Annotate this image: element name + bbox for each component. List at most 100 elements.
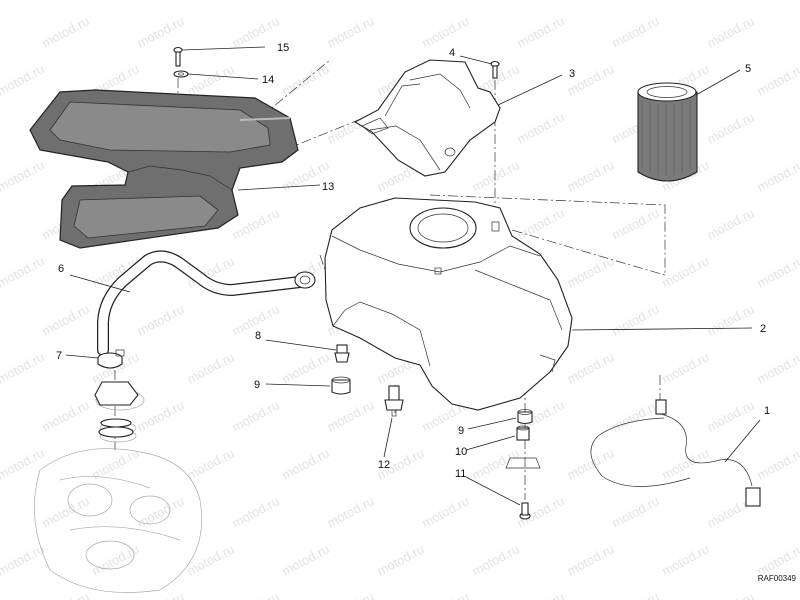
throttle-body-part (94, 381, 139, 438)
leader-lines (65, 46, 761, 506)
watermark-text: motod.ru (469, 157, 521, 194)
watermark-text: motod.ru (754, 61, 800, 98)
watermark-text: motod.ru (419, 13, 471, 50)
watermark-text: motod.ru (0, 253, 47, 290)
watermark-text: motod.ru (229, 13, 281, 50)
watermark-text: motod.ru (324, 397, 376, 434)
watermark-text: motod.ru (134, 397, 186, 434)
watermark-text: motod.ru (89, 0, 141, 3)
callout-11: 11 (455, 468, 466, 480)
watermark-text: motod.ru (704, 109, 756, 146)
watermark-text: motod.ru (564, 157, 616, 194)
watermark-text: motod.ru (514, 589, 566, 600)
watermark-text: motod.ru (419, 493, 471, 530)
watermark-text: motod.ru (279, 541, 331, 578)
watermark-text: motod.ru (419, 589, 471, 600)
watermark-text: motod.ru (374, 541, 426, 578)
callout-12: 12 (378, 459, 390, 471)
watermark-text: motod.ru (229, 493, 281, 530)
washer-part-14 (173, 70, 189, 78)
pad-part-9-lower (517, 409, 533, 425)
watermark-text: motod.ru (704, 13, 756, 50)
watermark-text: motod.ru (469, 0, 521, 3)
watermark-text: motod.ru (279, 349, 331, 386)
watermark-text: motod.ru (0, 349, 47, 386)
watermark-text: motod.ru (704, 205, 756, 242)
watermark-text: motod.ru (39, 493, 91, 530)
watermark-text: motod.ru (564, 445, 616, 482)
hose-part-6 (97, 250, 316, 356)
watermark-text: motod.ru (229, 397, 281, 434)
spacer-part-10 (505, 425, 541, 469)
watermark-text: motod.ru (324, 13, 376, 50)
callout-2: 2 (760, 323, 766, 335)
watermark-text: motod.ru (184, 445, 236, 482)
watermark-text: motod.ru (514, 109, 566, 146)
watermark-text: motod.ru (609, 397, 661, 434)
watermark-text: motod.ru (134, 301, 186, 338)
clamp-part-7 (97, 349, 125, 369)
watermark-text: motod.ru (324, 493, 376, 530)
watermark-text: motod.ru (564, 349, 616, 386)
callout-8: 8 (255, 330, 261, 342)
bolt-part-15 (173, 46, 183, 67)
callout-14: 14 (262, 74, 274, 86)
screw-part-11 (519, 502, 531, 520)
watermark-text: motod.ru (754, 253, 800, 290)
watermark-text: motod.ru (754, 157, 800, 194)
watermark-text: motod.ru (374, 0, 426, 3)
watermark-text: motod.ru (659, 253, 711, 290)
watermark-text: motod.ru (609, 589, 661, 600)
tank-cover-part-3 (353, 59, 501, 177)
watermark-text: motod.ru (0, 541, 47, 578)
watermark-text: motod.ru (39, 397, 91, 434)
watermark-text: motod.ru (39, 13, 91, 50)
watermark-text: motod.ru (659, 0, 711, 3)
callout-4: 4 (449, 47, 455, 59)
watermark-text: motod.ru (0, 445, 47, 482)
watermark-text: motod.ru (0, 61, 47, 98)
watermark-text: motod.ru (564, 541, 616, 578)
watermark-text: motod.ru (659, 349, 711, 386)
watermark-text: motod.ru (134, 13, 186, 50)
callout-5: 5 (745, 63, 751, 75)
watermark-text: motod.ru (609, 493, 661, 530)
watermark-text: motod.ru (564, 253, 616, 290)
watermark-text: motod.ru (39, 589, 91, 600)
watermark-text: motod.ru (134, 493, 186, 530)
watermark-text: motod.ru (564, 0, 616, 3)
callout-3: 3 (569, 68, 575, 80)
callout-6: 6 (58, 263, 64, 275)
watermark-text: motod.ru (609, 205, 661, 242)
drain-fitting-part-12 (384, 385, 404, 417)
watermark-text: motod.ru (0, 0, 47, 3)
callout-13: 13 (322, 181, 334, 193)
callout-7: 7 (56, 350, 62, 362)
watermark-text: motod.ru (659, 541, 711, 578)
watermark-text: motod.ru (39, 301, 91, 338)
watermark-text: motod.ru (704, 397, 756, 434)
watermark-text: motod.ru (134, 589, 186, 600)
watermark-text: motod.ru (754, 349, 800, 386)
tank-body-part-2 (324, 197, 573, 411)
watermark-text: motod.ru (469, 445, 521, 482)
watermark-text: motod.ru (514, 205, 566, 242)
watermark-text: motod.ru (704, 301, 756, 338)
watermark-text: motod.ru (279, 0, 331, 3)
watermark-text: motod.ru (184, 0, 236, 3)
callout-1: 1 (764, 405, 770, 417)
grommet-part-8 (334, 344, 350, 363)
watermark-text: motod.ru (184, 61, 236, 98)
watermark-text: motod.ru (229, 589, 281, 600)
watermark-text: motod.ru (704, 589, 756, 600)
callout-9-upper: 9 (254, 379, 260, 391)
watermark-text: motod.ru (609, 301, 661, 338)
pad-part-9 (331, 376, 351, 395)
callout-15: 15 (277, 42, 289, 54)
reference-code: RAF00349 (758, 574, 797, 583)
callout-10: 10 (455, 446, 467, 458)
callout-labels: 15 14 13 4 3 5 6 7 8 9 2 12 9 10 11 1 (56, 42, 770, 480)
watermark-text: motod.ru (754, 445, 800, 482)
callout-9-lower: 9 (458, 425, 464, 437)
